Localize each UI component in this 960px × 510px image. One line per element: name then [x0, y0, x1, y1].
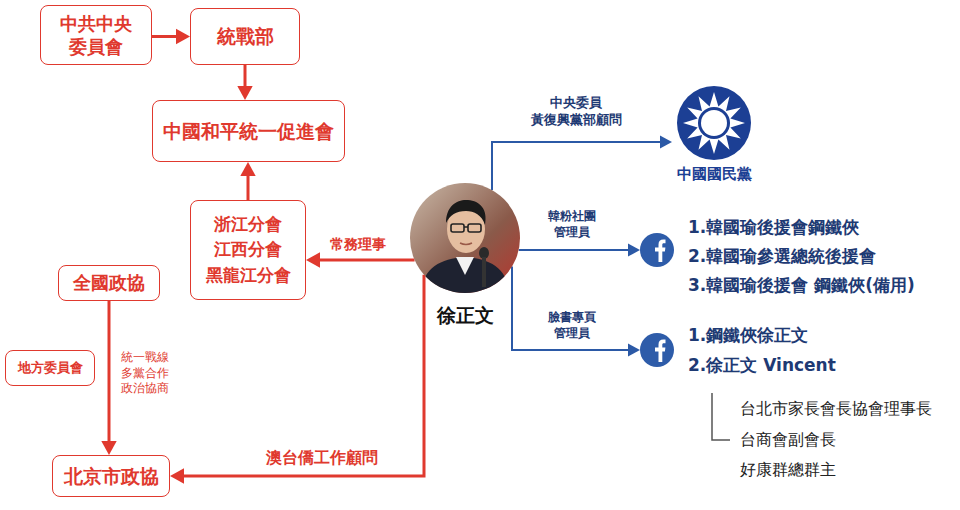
org-box: 中共中央 委員會 [40, 5, 152, 65]
person-node: 徐正文 [410, 183, 520, 343]
facebook-page-name: 3.韓國瑜後援會 鋼鐵俠(備用) [688, 274, 915, 297]
arrow-head [240, 162, 255, 176]
edge-label: 中央委員 黃復興黨部顧問 [529, 95, 624, 129]
role-note: 好康群總群主 [740, 460, 836, 481]
edge-label: 澳台僑工作顧問 [264, 448, 380, 469]
box-label: 江西分會 [214, 237, 282, 263]
portrait-illustration [410, 183, 520, 293]
edge-label: 臉書專頁 管理員 [546, 310, 598, 341]
party-node: 中國國民黨 [672, 85, 756, 185]
facebook-icon-holder [640, 233, 674, 267]
connector [306, 252, 415, 267]
connector-line [181, 275, 424, 476]
box-label: 浙江分會 [214, 212, 282, 238]
connector-line [317, 259, 414, 262]
connector [240, 162, 255, 200]
facebook-list: 1.鋼鐵俠徐正文 2.徐正文 Vincent [640, 322, 860, 384]
connector [512, 267, 640, 357]
party-name: 中國國民黨 [672, 165, 756, 184]
connector-line [247, 173, 250, 200]
arrow-head [176, 29, 190, 44]
party-emblem-symbol [676, 85, 752, 161]
connector-line [519, 249, 631, 251]
box-label: 中共中央 委員會 [60, 12, 132, 59]
org-box: 中國和平統一促進會 [152, 100, 345, 162]
edge-label: 統一戰線 多黨合作 政治協商 [119, 350, 171, 397]
arrow-head [628, 343, 640, 356]
arrow-head [101, 441, 116, 455]
role-note: 台北市家長會長協會理事長 [740, 399, 932, 420]
box-label: 黑龍江分會 [206, 263, 291, 289]
connector [237, 65, 252, 100]
org-box: 統戰部 [190, 8, 300, 65]
connector-line [108, 301, 111, 444]
party-emblem [672, 85, 756, 161]
edge-label: 韓粉社團 管理員 [546, 209, 598, 240]
arrow-head [660, 135, 672, 148]
facebook-icon [640, 233, 674, 267]
arrow-head [170, 468, 184, 483]
connector [170, 275, 424, 484]
facebook-page-name: 1.鋼鐵俠徐正文 [688, 324, 808, 347]
facebook-page-name: 1.韓國瑜後援會鋼鐵俠 [688, 216, 859, 239]
arrow-head [306, 252, 320, 267]
connector-line [492, 142, 662, 190]
connector [492, 135, 672, 190]
connector [152, 29, 190, 44]
box-label: 北京市政協 [64, 464, 159, 489]
connector-line [512, 267, 630, 350]
role-note: 台商會副會長 [740, 430, 836, 451]
bracket-line [712, 393, 730, 440]
box-label: 中國和平統一促進會 [163, 119, 334, 144]
org-box: 全國政協 [58, 265, 160, 301]
box-label: 地方委員會 [18, 360, 83, 377]
arrow-head [628, 243, 640, 256]
org-box: 北京市政協 [52, 455, 170, 497]
connector [519, 243, 640, 256]
connector-line [244, 65, 247, 89]
connector [101, 301, 116, 455]
box-label: 全國政協 [73, 271, 145, 294]
facebook-icon [640, 333, 674, 367]
facebook-page-name: 2.韓國瑜參選總統後援會 [688, 245, 876, 268]
arrow-head [237, 86, 252, 100]
facebook-icon-holder [640, 333, 674, 367]
portrait-circle [410, 183, 520, 293]
org-box: 浙江分會江西分會黑龍江分會 [190, 200, 306, 300]
connector-line [152, 35, 179, 38]
edge-label: 常務理事 [328, 235, 388, 253]
org-box: 地方委員會 [5, 350, 95, 386]
person-name: 徐正文 [410, 303, 520, 329]
facebook-page-name: 2.徐正文 Vincent [688, 354, 836, 377]
facebook-list: 1.韓國瑜後援會鋼鐵俠 2.韓國瑜參選總統後援會 3.韓國瑜後援會 鋼鐵俠(備用) [640, 212, 955, 302]
box-label: 統戰部 [217, 24, 274, 49]
